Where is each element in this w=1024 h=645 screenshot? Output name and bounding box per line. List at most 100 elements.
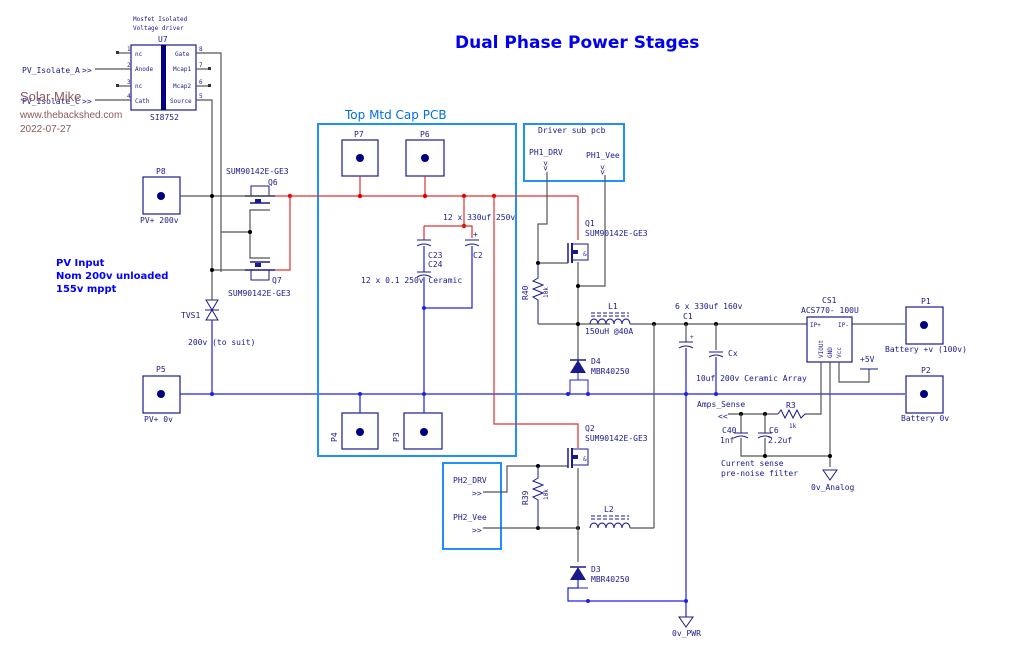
driver-sub-pcb-outline bbox=[523, 123, 625, 182]
mosfet-q6[interactable]: SUM90142E-GE3 Q6 bbox=[226, 167, 289, 204]
cx-note: 10uf 200v Ceramic Array bbox=[696, 374, 807, 383]
u7-pin6-name: Mcap2 bbox=[173, 83, 191, 90]
watermark-date: 2022-07-27 bbox=[20, 124, 72, 135]
connector-p3[interactable]: P3 bbox=[392, 412, 443, 450]
u7-pin5-num: 5 bbox=[199, 93, 203, 100]
r39-ref: R39 bbox=[521, 490, 530, 505]
off-page-arrow-c: >> bbox=[82, 97, 92, 106]
u7-ref: U7 bbox=[158, 35, 168, 44]
pv-note-1: PV Input bbox=[56, 258, 105, 269]
q7-part: SUM90142E-GE3 bbox=[228, 289, 291, 298]
q7-ref: Q7 bbox=[272, 276, 282, 285]
u7-pin8-name: Gate bbox=[175, 51, 190, 58]
connector-p2[interactable]: P2 Battery 0v bbox=[901, 366, 949, 423]
p8-label: PV+ 200v bbox=[140, 216, 179, 225]
resistor-r39[interactable]: R39 10k bbox=[521, 466, 550, 528]
q1-part: SUM90142E-GE3 bbox=[585, 229, 648, 238]
connector-p8[interactable]: P8 PV+ 200v bbox=[140, 167, 181, 225]
p2-label: Battery 0v bbox=[901, 414, 949, 423]
tvs1-ref: TVS1 bbox=[181, 311, 200, 320]
resistor-r40[interactable]: R40 10k bbox=[521, 263, 550, 324]
l1-value: 150uH @40A bbox=[585, 327, 633, 336]
connector-p7[interactable]: P7 bbox=[341, 130, 379, 177]
ph1-drv-arrow: >> bbox=[541, 161, 550, 171]
watermark-author: Solar Mike bbox=[20, 89, 81, 104]
c2-ref: C2 bbox=[473, 251, 483, 260]
resistor-r3[interactable]: R3 1k bbox=[777, 401, 808, 430]
c2-plus: + bbox=[473, 230, 478, 239]
ceramic-caps-note: 12 x 0.1 250v Ceramic bbox=[361, 276, 462, 285]
q2-part: SUM90142E-GE3 bbox=[585, 434, 648, 443]
r40-ref: R40 bbox=[521, 285, 530, 300]
mosfet-q2[interactable]: Q2 SUM90142E-GE3 & bbox=[567, 424, 648, 468]
gnd-pwr-label: 0v_PWR bbox=[672, 629, 701, 638]
mosfet-q7[interactable]: Q7 SUM90142E-GE3 bbox=[228, 261, 291, 298]
ph1-vee-arrow: >> bbox=[598, 165, 607, 175]
u7-pin7-name: Mcap1 bbox=[173, 66, 191, 73]
cs1-part: ACS770- 100U bbox=[801, 306, 859, 315]
u7-isolation-bar bbox=[161, 45, 166, 110]
r3-ref: R3 bbox=[786, 401, 796, 410]
current-sensor-cs1[interactable]: CS1 ACS770- 100U IP+ IP- VIOUt GND Vcc bbox=[801, 296, 859, 363]
net-ph2-drv: PH2_DRV bbox=[453, 476, 487, 485]
capacitor-c6[interactable]: C6 2.2uf bbox=[757, 414, 792, 445]
c1-note: 6 x 330uf 160v bbox=[675, 302, 743, 311]
net-ph1-drv: PH1_DRV bbox=[529, 148, 563, 157]
u7-pin3-num: 3 bbox=[127, 79, 131, 86]
watermark-site: www.thebackshed.com bbox=[19, 110, 122, 121]
cx-ref: Cx bbox=[728, 349, 738, 358]
capacitor-c40[interactable]: C40 1nf bbox=[720, 414, 749, 445]
c6-value: 2.2uf bbox=[768, 436, 792, 445]
tvs-diode-tvs1[interactable]: TVS1 bbox=[181, 299, 219, 321]
mosfet-q1[interactable]: Q1 SUM90142E-GE3 & bbox=[567, 219, 648, 263]
diode-d4[interactable]: D4 MBR40250 bbox=[570, 357, 630, 376]
capacitor-c23-c24[interactable]: C23 C24 bbox=[416, 239, 443, 278]
capacitor-cx[interactable]: Cx bbox=[708, 324, 738, 358]
u7-pin5-name: Source bbox=[170, 98, 192, 105]
ph2-driver-outline bbox=[442, 462, 502, 550]
c40-value: 1nf bbox=[720, 436, 735, 445]
inductor-l1[interactable]: L1 150uH @40A bbox=[585, 302, 633, 336]
c40-ref: C40 bbox=[722, 426, 737, 435]
driver-ic-u7[interactable]: Mosfet Isolated Voltage driver U7 SI8752… bbox=[95, 16, 211, 122]
cs1-pin-gnd: GND bbox=[827, 347, 834, 358]
u7-pin2-num: 2 bbox=[127, 62, 131, 69]
schematic-title: Dual Phase Power Stages bbox=[455, 33, 699, 53]
d4-ref: D4 bbox=[591, 357, 601, 366]
connector-p5[interactable]: P5 PV+ 0v bbox=[142, 365, 181, 424]
connector-p4[interactable]: P4 bbox=[330, 412, 379, 450]
cs1-pin-ip-plus: IP+ bbox=[810, 322, 821, 329]
bulk-caps-note: 12 x 330uf 250v bbox=[443, 213, 515, 222]
sense-note-1: Current sense bbox=[721, 459, 784, 468]
analog-ground-symbol bbox=[822, 469, 838, 481]
connector-p6[interactable]: P6 bbox=[405, 130, 445, 177]
p1-label: Battery +v (100v) bbox=[885, 345, 967, 354]
driver-sub-pcb-title: Driver sub pcb bbox=[538, 126, 606, 135]
inductor-l2[interactable]: L2 bbox=[589, 505, 631, 529]
connector-p1[interactable]: P1 Battery +v (100v) bbox=[885, 297, 967, 354]
u7-pin4-name: Cath bbox=[135, 98, 150, 105]
c24-ref: C24 bbox=[428, 260, 443, 269]
q2-body-diode: & bbox=[583, 456, 587, 463]
gnd-analog-label: 0v_Analog bbox=[811, 483, 855, 492]
diode-d3[interactable]: D3 MBR40250 bbox=[570, 565, 630, 584]
capacitor-c2[interactable]: + C2 bbox=[464, 230, 483, 260]
plus-5v-label: +5V bbox=[860, 355, 875, 364]
l1-ref: L1 bbox=[608, 302, 618, 311]
net-pv-isolate-c: PV_Isolate_C bbox=[22, 97, 80, 106]
cs1-pin-ip-minus: IP- bbox=[838, 322, 849, 329]
r3-value: 1k bbox=[789, 423, 797, 430]
driver-caption-1: Mosfet Isolated bbox=[133, 16, 188, 23]
l2-ref: L2 bbox=[604, 505, 614, 514]
off-page-arrow-a: >> bbox=[82, 66, 92, 75]
net-ph2-vee: PH2_Vee bbox=[453, 513, 487, 522]
driver-caption-2: Voltage driver bbox=[133, 25, 184, 32]
ph2-vee-arrow: >> bbox=[472, 526, 482, 535]
net-ph1-vee: PH1_Vee bbox=[586, 151, 620, 160]
q6-part: SUM90142E-GE3 bbox=[226, 167, 289, 176]
u7-pin3-name: nc bbox=[135, 83, 143, 90]
capacitor-c1[interactable]: + bbox=[678, 324, 694, 349]
pv-note-3: 155v mppt bbox=[56, 284, 117, 295]
ph2-drv-arrow: >> bbox=[472, 489, 482, 498]
p7-ref: P7 bbox=[354, 130, 364, 139]
